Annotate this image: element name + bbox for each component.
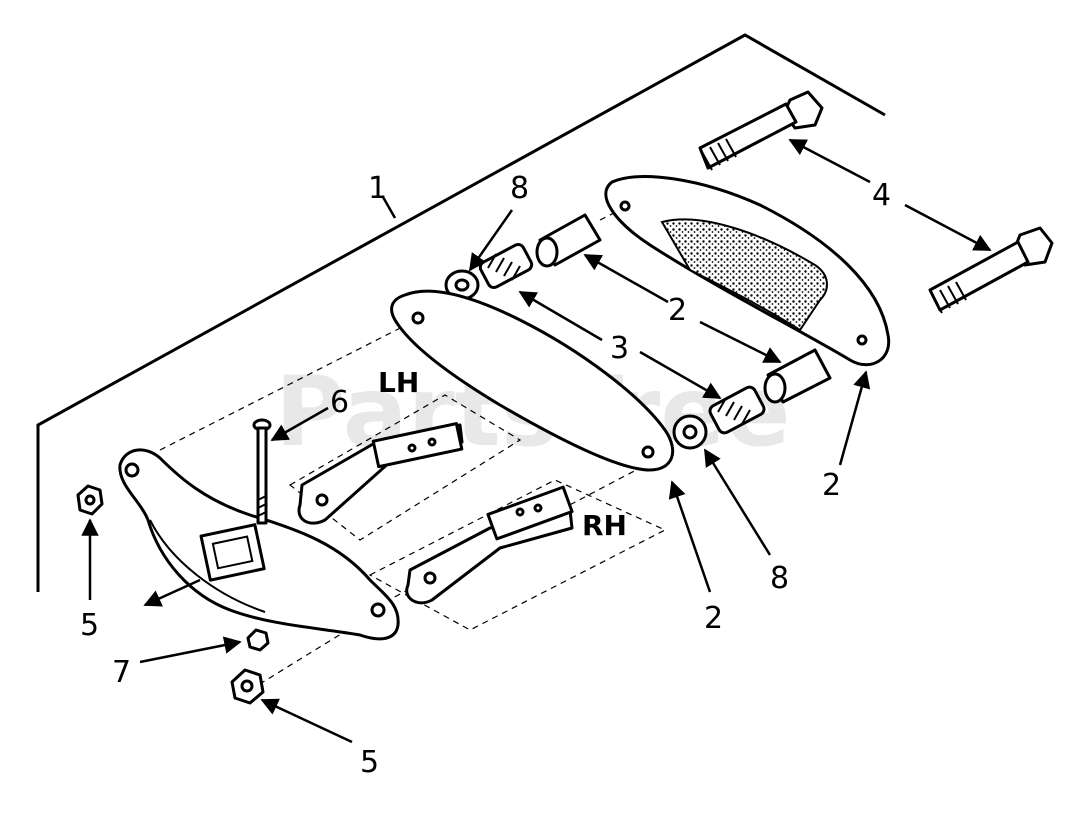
spacer-lower bbox=[763, 348, 832, 404]
nut-upper bbox=[76, 484, 104, 516]
bolt-upper bbox=[698, 90, 824, 171]
rh-label: RH bbox=[582, 509, 627, 542]
brake-plate bbox=[390, 289, 675, 472]
callout-2-right: 2 bbox=[822, 468, 841, 503]
bolt-lower bbox=[928, 226, 1054, 314]
callout-4: 4 bbox=[872, 178, 891, 213]
callout-8-upper: 8 bbox=[510, 171, 529, 206]
callout-8-lower: 8 bbox=[770, 561, 789, 596]
brake-lining bbox=[660, 218, 828, 332]
washer-upper bbox=[444, 269, 480, 301]
leader-lines bbox=[81, 138, 992, 744]
lh-label: LH bbox=[378, 366, 419, 399]
assembly-bracket-line bbox=[36, 33, 886, 592]
callout-6: 6 bbox=[330, 385, 349, 420]
callout-5-left: 5 bbox=[80, 608, 99, 643]
callout-2-lower: 2 bbox=[704, 601, 723, 636]
nut-lower bbox=[230, 668, 265, 705]
callout-2-upper: 2 bbox=[668, 293, 687, 328]
callout-5-bottom: 5 bbox=[360, 745, 379, 780]
callout-1: 1 bbox=[368, 171, 387, 206]
caliper-arm bbox=[118, 448, 400, 641]
spring-upper bbox=[478, 242, 534, 290]
pin bbox=[252, 418, 272, 525]
rh-bracket bbox=[405, 485, 574, 605]
callout-7: 7 bbox=[112, 655, 131, 690]
washer-lower bbox=[672, 414, 708, 450]
lh-bracket bbox=[297, 422, 464, 525]
callout-3: 3 bbox=[610, 331, 629, 366]
spacer-upper bbox=[535, 213, 602, 268]
rear-friction-plate bbox=[604, 175, 891, 367]
spring-lower bbox=[708, 385, 766, 435]
nut-small bbox=[246, 628, 270, 652]
